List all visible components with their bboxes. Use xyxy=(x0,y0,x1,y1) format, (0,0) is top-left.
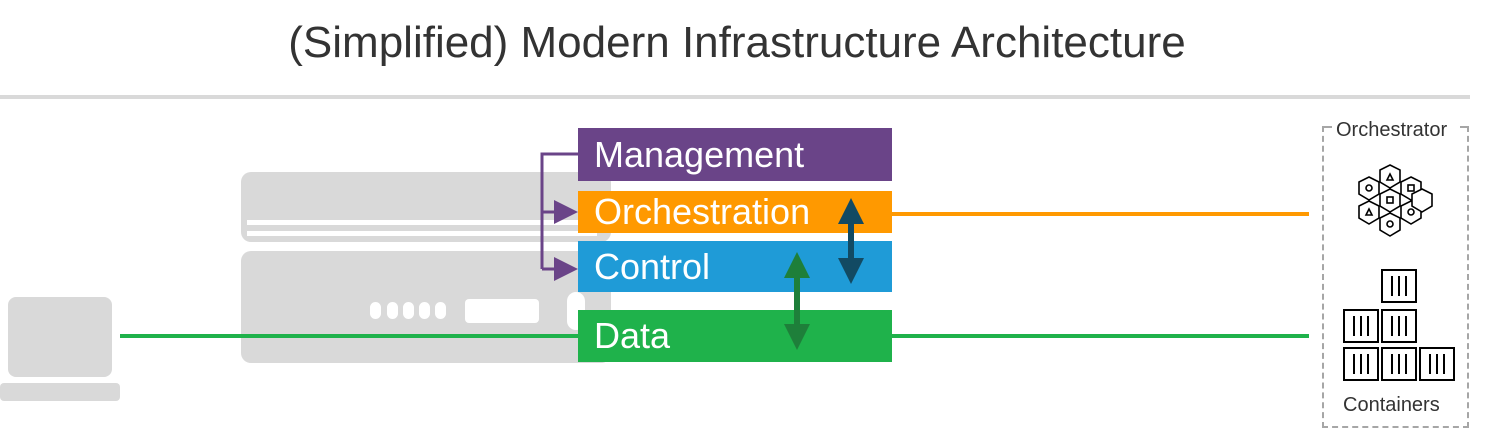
hexagon-cluster-icon xyxy=(1358,164,1433,237)
server-led xyxy=(419,302,430,319)
title-divider xyxy=(0,95,1470,99)
control-layer: Control xyxy=(578,241,892,292)
diagram-title: (Simplified) Modern Infrastructure Archi… xyxy=(288,18,1186,67)
server-led xyxy=(403,302,414,319)
control-label: Control xyxy=(594,245,711,287)
containers-label: Containers xyxy=(1343,394,1440,416)
server-icon xyxy=(241,172,611,242)
server-led xyxy=(435,302,446,319)
management-label: Management xyxy=(594,133,805,175)
server-led xyxy=(387,302,398,319)
orchestration-layer: Orchestration xyxy=(578,191,892,233)
server-slot xyxy=(247,231,597,236)
server-drive-slot xyxy=(465,299,539,323)
orchestrator-group-box xyxy=(1322,126,1469,428)
data-label: Data xyxy=(594,315,671,356)
server-slot xyxy=(247,220,597,225)
orchestrator-group-border xyxy=(1460,126,1469,128)
laptop-base xyxy=(0,383,120,401)
orchestration-label: Orchestration xyxy=(594,191,811,232)
server-led xyxy=(370,302,381,319)
management-bracket xyxy=(540,152,578,269)
data-layer: Data xyxy=(578,310,892,362)
container-stack-icon xyxy=(1343,269,1455,381)
management-layer: Management xyxy=(578,128,892,181)
orchestrator-group-border xyxy=(1322,126,1332,128)
laptop-icon xyxy=(8,297,112,377)
orchestrator-label: Orchestrator xyxy=(1336,119,1448,141)
